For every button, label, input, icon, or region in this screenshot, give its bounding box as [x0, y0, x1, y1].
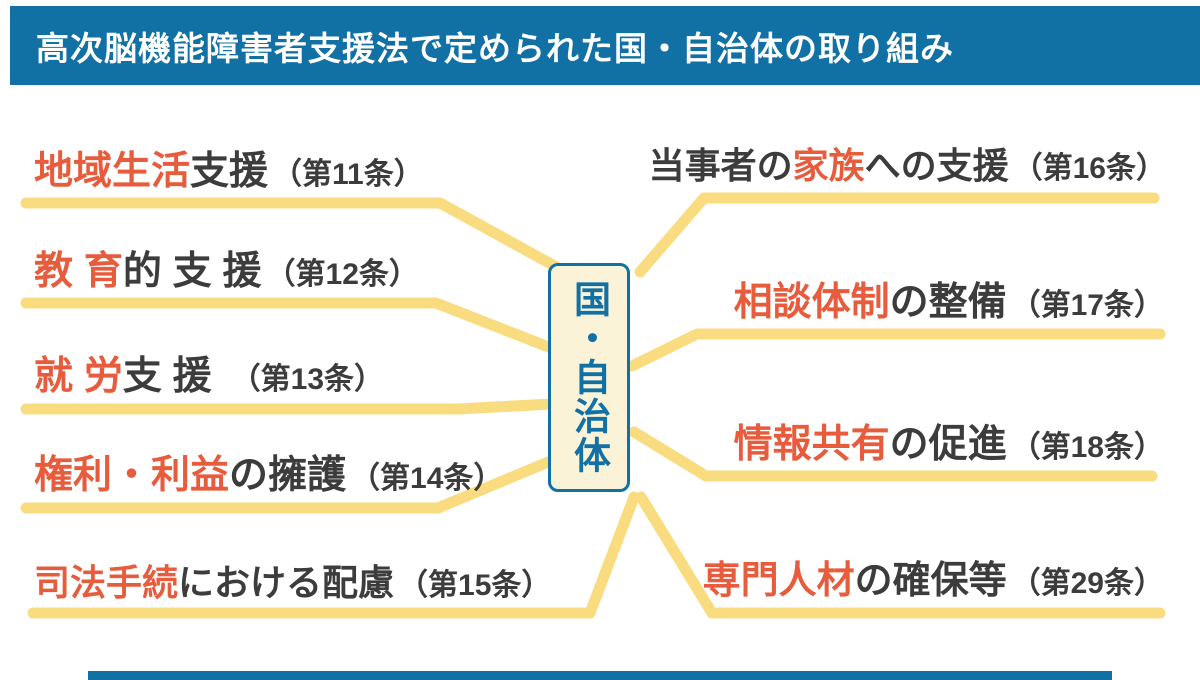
item-keyword: 司法手続	[34, 562, 179, 603]
header-bar: 高次脳機能障害者支援法で定められた国・自治体の取り組み	[10, 6, 1200, 85]
item-keyword: 地域生活	[34, 150, 191, 193]
article-ref: （第12条）	[265, 258, 419, 291]
item-text: の擁護	[229, 454, 347, 497]
article-ref: （第15条）	[398, 569, 552, 602]
item-text: における配慮	[178, 562, 395, 603]
connector-line-left-3	[20, 398, 557, 415]
item-text: への支援	[864, 145, 1009, 186]
branch-item-article-18: 情報共有の促進（第18条）	[733, 423, 1164, 467]
item-text: 支援	[190, 150, 269, 193]
branch-item-article-11: 地域生活支援（第11条）	[34, 150, 424, 194]
article-ref: （第14条）	[350, 462, 504, 495]
connector-line-right-1	[634, 192, 1160, 278]
item-keyword: 家族	[792, 145, 865, 186]
article-ref: （第13条）	[215, 363, 385, 396]
article-ref: （第29条）	[1010, 567, 1164, 600]
branch-item-article-13: 就 労支 援 （第13条）	[34, 355, 385, 399]
branch-item-article-29: 専門人材の確保等（第29条）	[702, 560, 1164, 603]
article-ref: （第17条）	[1010, 289, 1164, 322]
connector-line-left-4	[20, 454, 559, 514]
item-keyword: 相談体制	[733, 281, 890, 324]
connector-line-left-5	[27, 491, 640, 619]
item-keyword: 教 育	[34, 250, 123, 293]
article-ref: （第11条）	[272, 158, 424, 191]
item-text: 的 支 援	[122, 250, 262, 293]
article-ref: （第16条）	[1012, 152, 1166, 185]
connector-line-left-1	[20, 197, 568, 276]
connector-line-left-2	[20, 297, 557, 354]
branch-item-article-15: 司法手続における配慮（第15条）	[34, 563, 551, 603]
center-node-label: 国・自治体	[568, 280, 610, 475]
connector-line-right-2	[626, 328, 1166, 372]
item-text: 支 援	[122, 355, 212, 398]
item-text: の確保等	[854, 560, 1007, 602]
connector-line-right-4	[635, 491, 1166, 619]
item-text: の促進	[889, 423, 1007, 466]
item-keyword: 就 労	[34, 355, 123, 398]
branch-item-article-12: 教 育的 支 援（第12条）	[34, 250, 419, 294]
center-node-box: 国・自治体	[548, 263, 630, 492]
footer-bar	[88, 671, 1112, 680]
article-ref: （第18条）	[1010, 431, 1164, 464]
item-text: の整備	[889, 281, 1007, 324]
branch-item-article-16: 当事者の家族への支援（第16条）	[649, 146, 1166, 186]
connector-line-right-3	[628, 426, 1158, 482]
item-keyword: 権利・利益	[34, 454, 230, 497]
item-keyword: 専門人材	[702, 560, 855, 602]
item-keyword: 情報共有	[733, 423, 890, 466]
branch-item-article-14: 権利・利益の擁護（第14条）	[34, 454, 504, 498]
page-title: 高次脳機能障害者支援法で定められた国・自治体の取り組み	[36, 29, 954, 67]
branch-item-article-17: 相談体制の整備（第17条）	[733, 281, 1164, 325]
item-text: 当事者の	[648, 145, 793, 186]
